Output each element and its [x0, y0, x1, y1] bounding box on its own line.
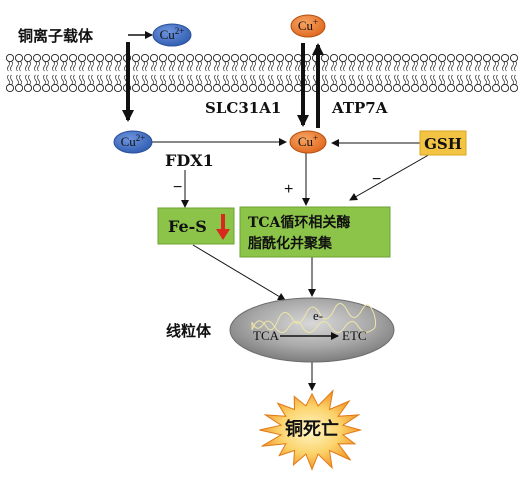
electron-label: e- [313, 308, 323, 323]
fdx1-label: FDX1 [165, 151, 214, 170]
carrier-label: 铜离子载体 [18, 27, 94, 45]
svg-text:Cu2+: Cu2+ [121, 133, 146, 149]
etc-label: ETC [342, 328, 367, 343]
fes-to-mito-arrow [192, 244, 286, 301]
tca-enzymes-box: TCA循环相关酶 脂酰化并聚集 [239, 206, 391, 258]
svg-text:TCA循环相关酶: TCA循环相关酶 [248, 214, 350, 231]
mitochondria-label: 线粒体 [166, 322, 212, 340]
atp7a-label: ATP7A [331, 99, 388, 117]
svg-text:GSH: GSH [424, 135, 462, 153]
cu2-ion-extracellular: Cu2+ [152, 23, 192, 47]
svg-text:Cu+: Cu+ [298, 17, 318, 33]
cuproptosis-burst: 铜死亡 [259, 389, 363, 471]
svg-text:脂酰化并聚集: 脂酰化并聚集 [247, 235, 333, 252]
svg-text:Cu+: Cu+ [298, 133, 318, 149]
fdx1-inhibition-sign: − [173, 179, 182, 196]
gsh-box: GSH [419, 130, 467, 156]
cuproptosis-label: 铜死亡 [285, 418, 339, 440]
cu-ion-extracellular: Cu+ [290, 14, 326, 38]
gsh-inhibition-sign: − [372, 171, 381, 188]
svg-text:Cu2+: Cu2+ [160, 26, 185, 42]
cristae-line [251, 303, 377, 333]
mitochondria: e- TCA ETC [229, 297, 395, 363]
fe-s-box: Fe-S [157, 207, 235, 245]
cu2-ion-intracellular: Cu2+ [113, 130, 153, 154]
slc31a1-label: SLC31A1 [205, 99, 281, 117]
cu-ion-intracellular: Cu+ [289, 130, 327, 154]
tca-label: TCA [253, 328, 280, 343]
svg-text:Fe-S: Fe-S [168, 217, 207, 236]
cell-membrane [5, 53, 519, 93]
tca-promotion-sign: + [284, 181, 293, 198]
gsh-to-tca-arrow [349, 152, 433, 201]
decrease-arrow-icon [216, 214, 230, 240]
